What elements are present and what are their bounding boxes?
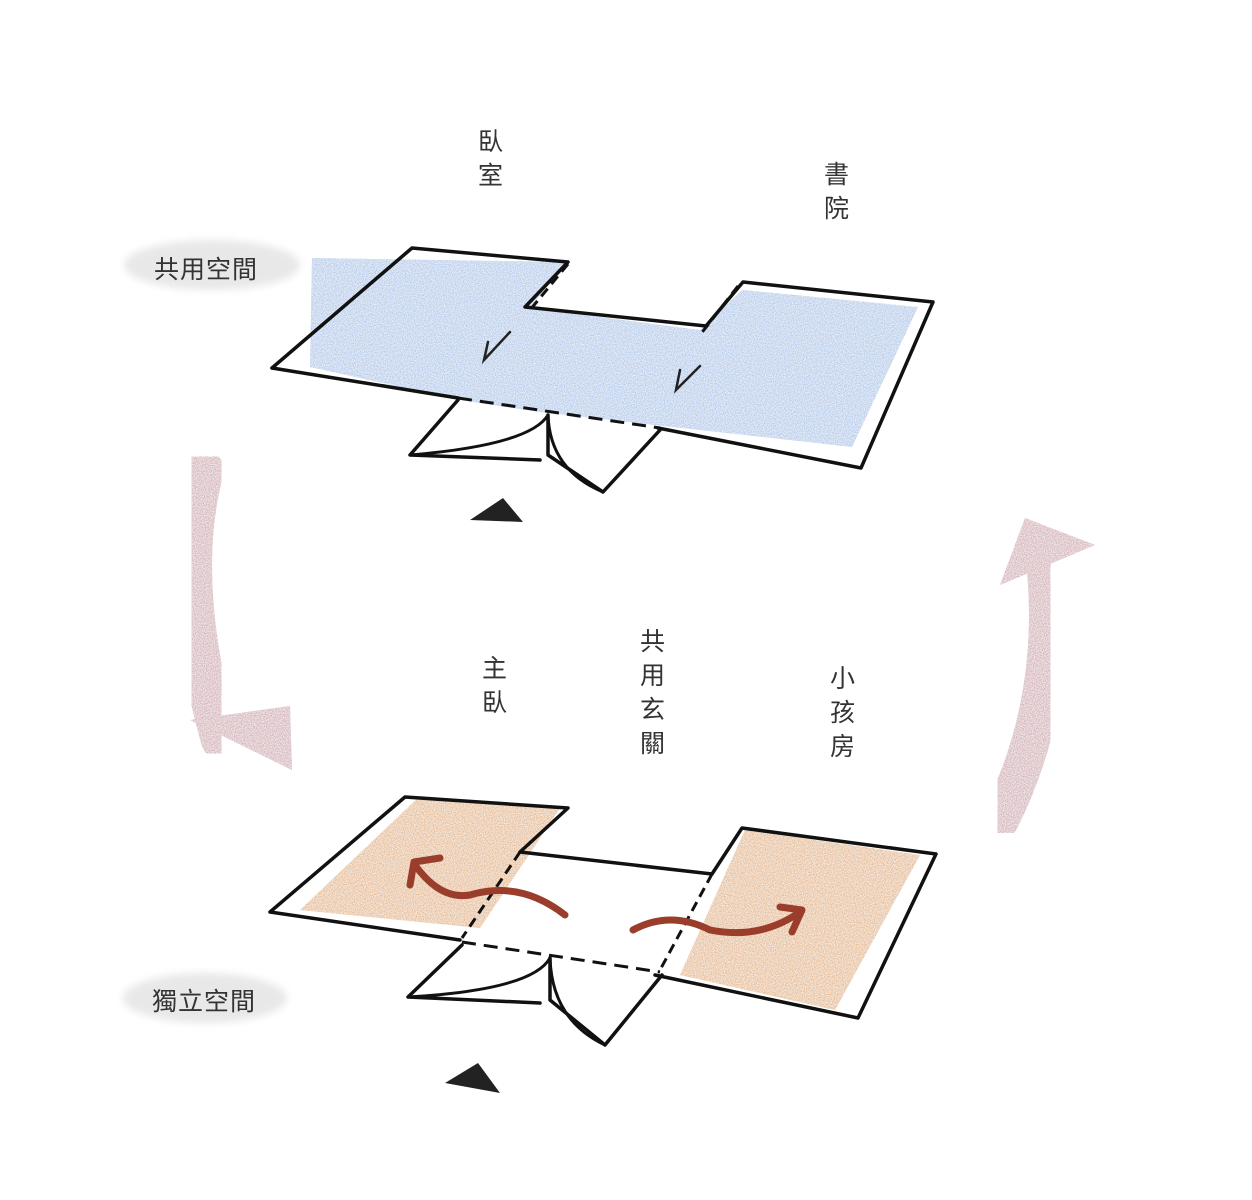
shared-plan: [270, 246, 935, 494]
shared-space-label-bg: [124, 240, 300, 290]
label-char: 用: [640, 661, 666, 690]
label-study: 書院: [824, 158, 849, 226]
label-char: 院: [824, 194, 850, 223]
independent-door-arc: [406, 956, 607, 1047]
label-shared-entry-text: 共用玄關: [640, 625, 665, 761]
shared-door-arc: [408, 413, 605, 494]
independent-space-label-bg: [123, 973, 287, 1023]
flow-check-left: [481, 330, 512, 365]
flow-arrow-kids-head: [776, 903, 806, 936]
label-char: 共: [640, 627, 666, 656]
shared-fill: [310, 258, 918, 447]
flow-arrow-master-head: [406, 854, 444, 889]
label-char: 小: [830, 664, 856, 693]
label-char: 臥: [482, 688, 508, 717]
label-kids-room-text: 小孩房: [830, 662, 855, 764]
label-char: 玄: [640, 695, 666, 724]
label-char: 房: [830, 732, 856, 761]
independent-threshold-entry: [461, 940, 661, 974]
label-master-bedroom: 主臥: [482, 652, 507, 720]
cycle-arrow-down: [174, 451, 292, 770]
label-char: 孩: [830, 698, 856, 727]
label-kids-room: 小孩房: [830, 662, 855, 764]
flow-arrow-master: [411, 861, 569, 919]
label-shared-space: 共用空間: [154, 255, 259, 284]
shared-threshold-bedroom: [528, 263, 570, 311]
label-independent-space: 獨立空間: [152, 987, 257, 1016]
shared-threshold-study: [698, 285, 740, 336]
label-char: 書: [824, 160, 850, 189]
label-master-bedroom-text: 主臥: [482, 652, 507, 720]
north-arrow-top: [470, 498, 523, 522]
label-char: 關: [640, 729, 666, 758]
label-char: 室: [478, 161, 504, 190]
flow-check-right: [673, 364, 702, 394]
label-bedroom-text: 臥室: [478, 125, 503, 193]
label-bedroom: 臥室: [478, 125, 503, 193]
cycle-arrow-up: [981, 518, 1095, 839]
north-arrow-bottom: [445, 1063, 500, 1093]
independent-plan: [268, 795, 938, 1047]
independent-threshold-master: [460, 851, 522, 939]
label-char: 主: [482, 654, 508, 683]
shared-outline-left: [270, 366, 460, 400]
flow-arrow-kids: [629, 908, 804, 937]
label-study-text: 書院: [824, 158, 849, 226]
shared-threshold-entry: [457, 396, 661, 430]
label-shared-entry: 共用玄關: [640, 625, 665, 761]
label-char: 臥: [478, 127, 504, 156]
